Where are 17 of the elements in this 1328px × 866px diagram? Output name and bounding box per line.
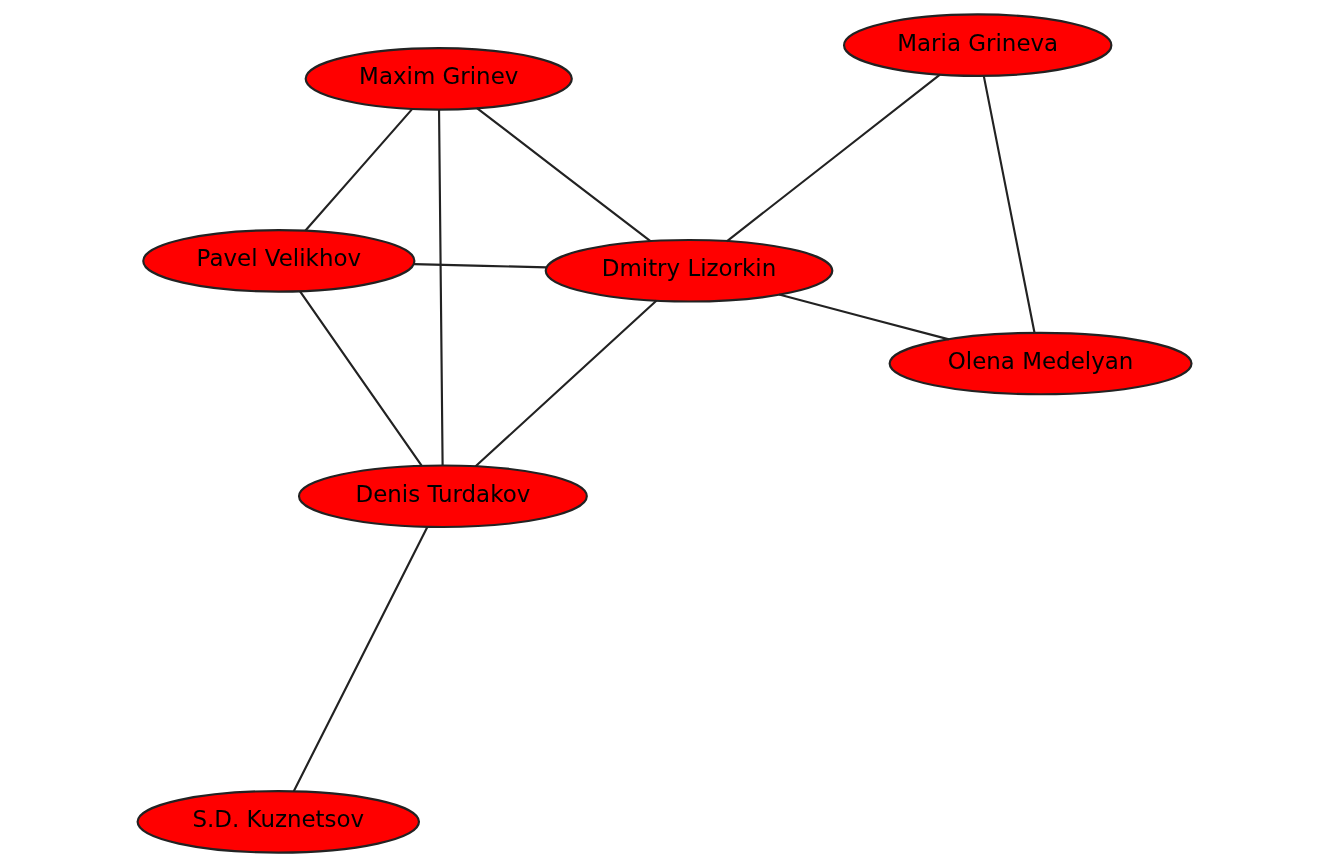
node-ellipse: Maxim Grinev [304, 46, 573, 111]
connector [982, 74, 1036, 333]
node-ellipse: Denis Turdakov [297, 463, 588, 528]
connector [725, 73, 941, 242]
connector [437, 109, 444, 466]
connector [298, 289, 423, 467]
connector [413, 262, 547, 268]
connector [475, 106, 651, 242]
connector [474, 299, 657, 467]
connector [778, 293, 949, 340]
node-ellipse: S.D. Kuznetsov [136, 789, 420, 854]
node-ellipse: Olena Medelyan [888, 331, 1193, 395]
connector [292, 525, 429, 792]
node-ellipse: Dmitry Lizorkin [544, 238, 833, 303]
node-ellipse: Pavel Velikhov [141, 228, 415, 293]
node-ellipse: Maria Grineva [842, 12, 1112, 77]
connector [303, 107, 413, 231]
